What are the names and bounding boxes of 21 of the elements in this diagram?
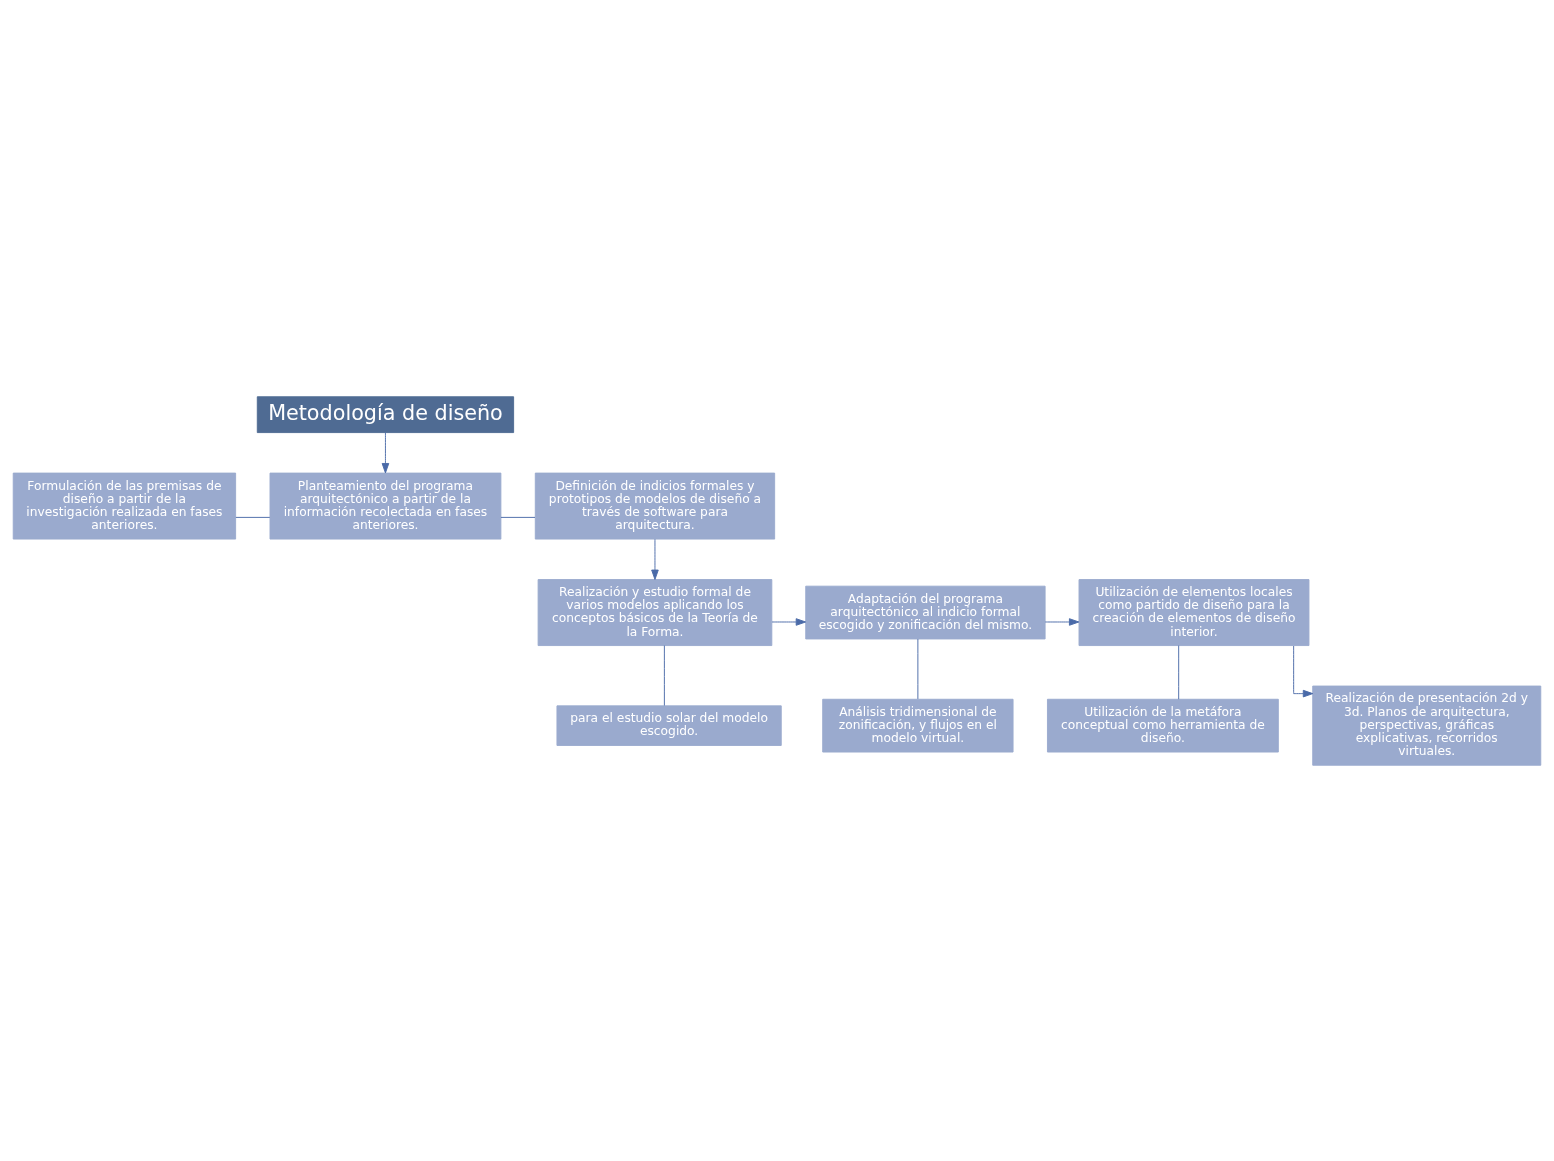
connector <box>1178 644 1180 700</box>
connector <box>917 638 919 699</box>
node-box: Análisis tridimensional de zonificación, y flujos en el modelo virtual. <box>822 698 1014 752</box>
node-box: Definición de indicios formales y prototipos de modelos de diseño a través de software para arquitectura. <box>534 472 776 540</box>
arrow <box>651 538 659 580</box>
node-box: Adaptación del programa arquitectónico al indicio formal escogido y zonificación del mismo. <box>805 585 1046 639</box>
connector <box>663 644 665 706</box>
node-box: Utilización de la metáfora conceptual como herramienta de diseño. <box>1047 698 1279 752</box>
arrow <box>1293 645 1314 697</box>
node-box: para el estudio solar del modelo escogido. <box>556 704 782 746</box>
connector <box>500 516 536 518</box>
node-box: Utilización de elementos locales como partido de diseño para la creación de elementos de diseño interior. <box>1078 578 1310 646</box>
node-box: Realización de presentación 2d y 3d. Planos de arquitectura, perspectivas, gráficas explicativas, recorridos virtuales. <box>1312 685 1542 766</box>
node-box: Realización y estudio formal de varios modelos aplicando los conceptos básicos de la Teoría de la Forma. <box>537 578 773 646</box>
connector <box>235 516 271 518</box>
node-box: Formulación de las premisas de diseño a partir de la investigación realizada en fases anteriores. <box>12 472 237 540</box>
arrow <box>1044 617 1080 626</box>
arrow <box>771 617 807 626</box>
node-box: Planteamiento del programa arquitectónico a partir de la información recolectada en fases anteriores. <box>269 472 502 540</box>
node-box: Metodología de diseño <box>256 395 515 433</box>
arrow <box>381 431 390 473</box>
